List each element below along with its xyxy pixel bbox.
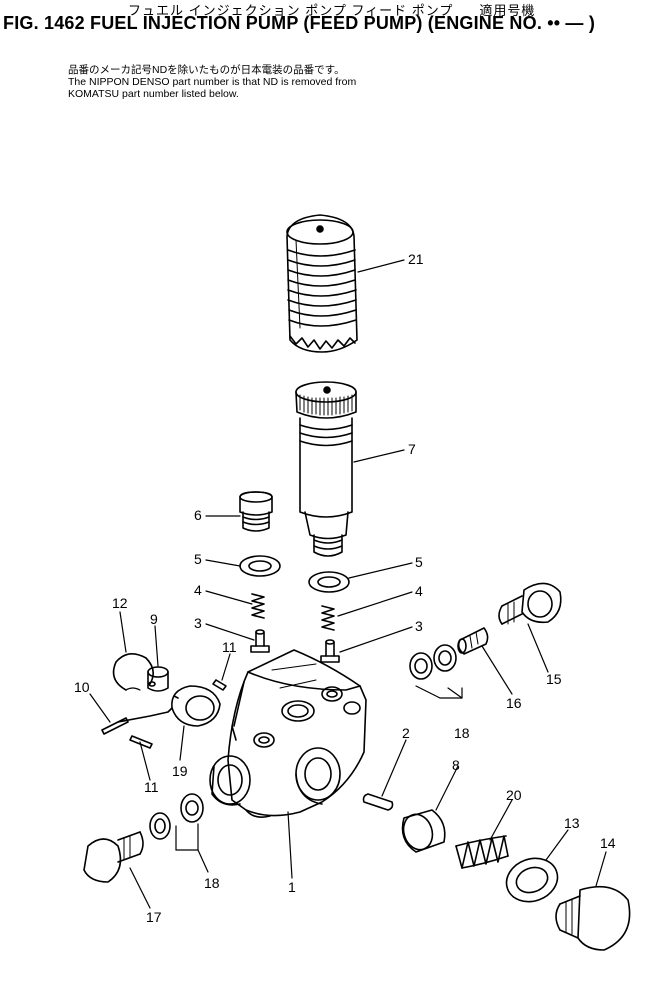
callout-3-right: 3 <box>415 618 423 634</box>
callout-7: 7 <box>408 441 416 457</box>
part-4-spring-right <box>321 605 335 631</box>
part-18-washers-left <box>149 793 204 840</box>
callout-12: 12 <box>112 595 128 611</box>
japanese-title: フュエル インジェクション ポンプ フィード ポンプ <box>128 3 454 18</box>
callout-21: 21 <box>408 251 424 267</box>
note-line-jp: 品番のメーカ記号NDを除いたものが日本電装の品番です。 <box>68 64 345 76</box>
part-6-plug <box>239 491 273 532</box>
part-16-check-valve <box>457 627 489 655</box>
part-5-gasket-left <box>239 555 281 577</box>
part-3-valve-right <box>320 639 340 663</box>
callout-11-lower: 11 <box>144 779 159 795</box>
callout-2: 2 <box>402 725 410 741</box>
part-5-gasket-right <box>308 571 350 593</box>
callout-5-left: 5 <box>194 551 202 567</box>
part-12-snap-ring <box>112 653 154 691</box>
callout-18-right: 18 <box>454 725 470 741</box>
callout-15: 15 <box>546 671 562 687</box>
callout-1: 1 <box>288 879 296 895</box>
callout-4-left: 4 <box>194 582 202 598</box>
callout-13: 13 <box>564 815 580 831</box>
callout-5-right: 5 <box>415 554 423 570</box>
japanese-header: フュエル インジェクション ポンプ フィード ポンプ 適用号機 <box>128 0 535 19</box>
callout-18-left: 18 <box>204 875 220 891</box>
callout-17: 17 <box>146 909 162 925</box>
part-number-note: 品番のメーカ記号NDを除いたものが日本電装の品番です。 The NIPPON D… <box>68 64 356 100</box>
figure-title: FIG. 1462 FUEL INJECTION PUMP (FEED PUMP… <box>3 13 596 33</box>
part-4-spring-left <box>251 593 265 619</box>
callout-20: 20 <box>506 787 522 803</box>
callout-3-left: 3 <box>194 615 202 631</box>
part-3-valve-left <box>250 629 270 653</box>
part-20-spring <box>455 835 509 869</box>
part-14-plug <box>555 885 631 951</box>
part-21-boot <box>286 214 358 353</box>
callout-labels: 21 7 6 5 5 4 4 3 3 12 9 11 10 19 11 15 1… <box>74 251 616 925</box>
callout-14: 14 <box>600 835 616 851</box>
callout-8: 8 <box>452 757 460 773</box>
part-17-plug <box>83 831 144 883</box>
part-7-priming-pump <box>295 381 357 557</box>
part-10-pin <box>101 717 129 735</box>
part-2-pin <box>362 793 394 811</box>
part-11-pin-lower <box>129 735 153 749</box>
callout-16: 16 <box>506 695 522 711</box>
part-13-gasket <box>505 857 559 903</box>
japanese-applicability: 適用号機 <box>479 3 536 18</box>
callout-19: 19 <box>172 763 188 779</box>
note-line-en-2: KOMATSU part number listed below. <box>68 88 239 100</box>
callout-11-upper: 11 <box>222 639 237 655</box>
callout-4-right: 4 <box>415 583 423 599</box>
part-15-plug <box>498 582 562 625</box>
callout-6: 6 <box>194 507 202 523</box>
part-18-washers-right <box>409 644 457 680</box>
part-19-tappet <box>117 685 221 727</box>
part-1-pump-housing <box>209 649 367 818</box>
note-line-en-1: The NIPPON DENSO part number is that ND … <box>68 76 357 88</box>
part-11-pin-upper <box>212 679 227 691</box>
part-9-roller <box>147 666 169 692</box>
leader-lines <box>89 259 607 909</box>
callout-10: 10 <box>74 679 90 695</box>
callout-9: 9 <box>150 611 158 627</box>
part-8-collar <box>401 809 446 853</box>
